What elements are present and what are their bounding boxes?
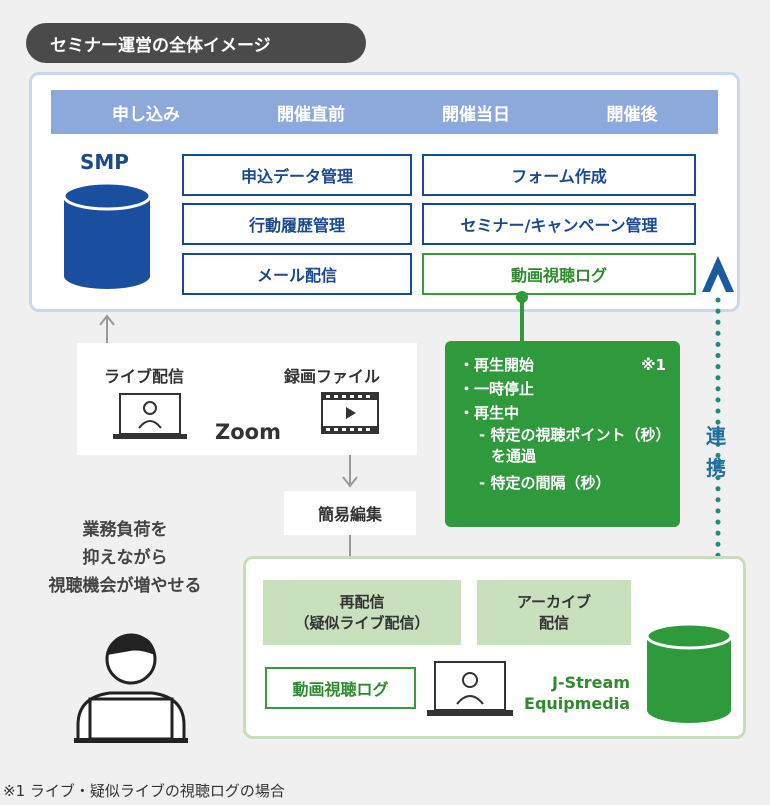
box-mail-delivery: メール配信 bbox=[182, 253, 412, 295]
footnote-mark: ※1 bbox=[640, 356, 666, 374]
footnote: ※1 ライブ・疑似ライブの視聴ログの場合 bbox=[3, 782, 285, 800]
flow-step-after: 開催後 bbox=[546, 90, 718, 134]
diagram-title: セミナー運営の全体イメージ bbox=[26, 23, 366, 63]
flow-step-apply: 申し込み bbox=[51, 90, 241, 134]
log-item-play-start: ・再生開始 bbox=[459, 356, 535, 374]
jstream-label: J-Stream Equipmedia bbox=[524, 673, 630, 713]
log-subitem-interval: - 特定の間隔（秒） bbox=[479, 474, 611, 492]
recording-file-label: 録画ファイル bbox=[284, 367, 381, 386]
jstream-database-icon bbox=[645, 622, 733, 723]
video-file-icon bbox=[321, 392, 379, 434]
archive-box: アーカイブ 配信 bbox=[477, 580, 631, 645]
smp-database-icon bbox=[62, 182, 152, 289]
up-chevron-icon bbox=[702, 256, 734, 292]
live-stream-label: ライブ配信 bbox=[104, 367, 185, 386]
box-application-data: 申込データ管理 bbox=[182, 154, 412, 196]
box-form-creation: フォーム作成 bbox=[422, 154, 696, 196]
log-item-playing: ・再生中 bbox=[459, 404, 520, 422]
box-video-log-jstream: 動画視聴ログ bbox=[265, 667, 416, 709]
flow-step-day: 開催当日 bbox=[381, 90, 571, 134]
flow-step-before: 開催直前 bbox=[216, 90, 406, 134]
smp-label: SMP bbox=[80, 150, 129, 174]
benefit-message: 業務負荷を 抑えながら 視聴機会が増やせる bbox=[48, 520, 202, 597]
laptop-viewer-icon bbox=[427, 661, 513, 716]
person-laptop-icon bbox=[74, 633, 188, 743]
log-item-pause: ・一時停止 bbox=[459, 380, 535, 398]
link-label-2: 携 bbox=[706, 456, 726, 480]
log-events-note: ※1 ・再生開始 ・一時停止 ・再生中 - 特定の視聴ポイント（秒）を通過 - … bbox=[445, 341, 680, 527]
box-behavior-history: 行動履歴管理 bbox=[182, 203, 412, 245]
laptop-user-icon bbox=[113, 393, 187, 439]
box-video-log-smp: 動画視聴ログ bbox=[422, 253, 696, 295]
box-seminar-campaign: セミナー/キャンペーン管理 bbox=[422, 203, 696, 245]
log-subitem-point: - 特定の視聴ポイント（秒）を通過 bbox=[479, 426, 663, 465]
simple-edit-box: 簡易編集 bbox=[284, 491, 416, 535]
link-label-1: 連 bbox=[706, 424, 726, 448]
zoom-label: Zoom bbox=[215, 420, 281, 444]
redistribution-box: 再配信 （疑似ライブ配信） bbox=[263, 580, 461, 645]
